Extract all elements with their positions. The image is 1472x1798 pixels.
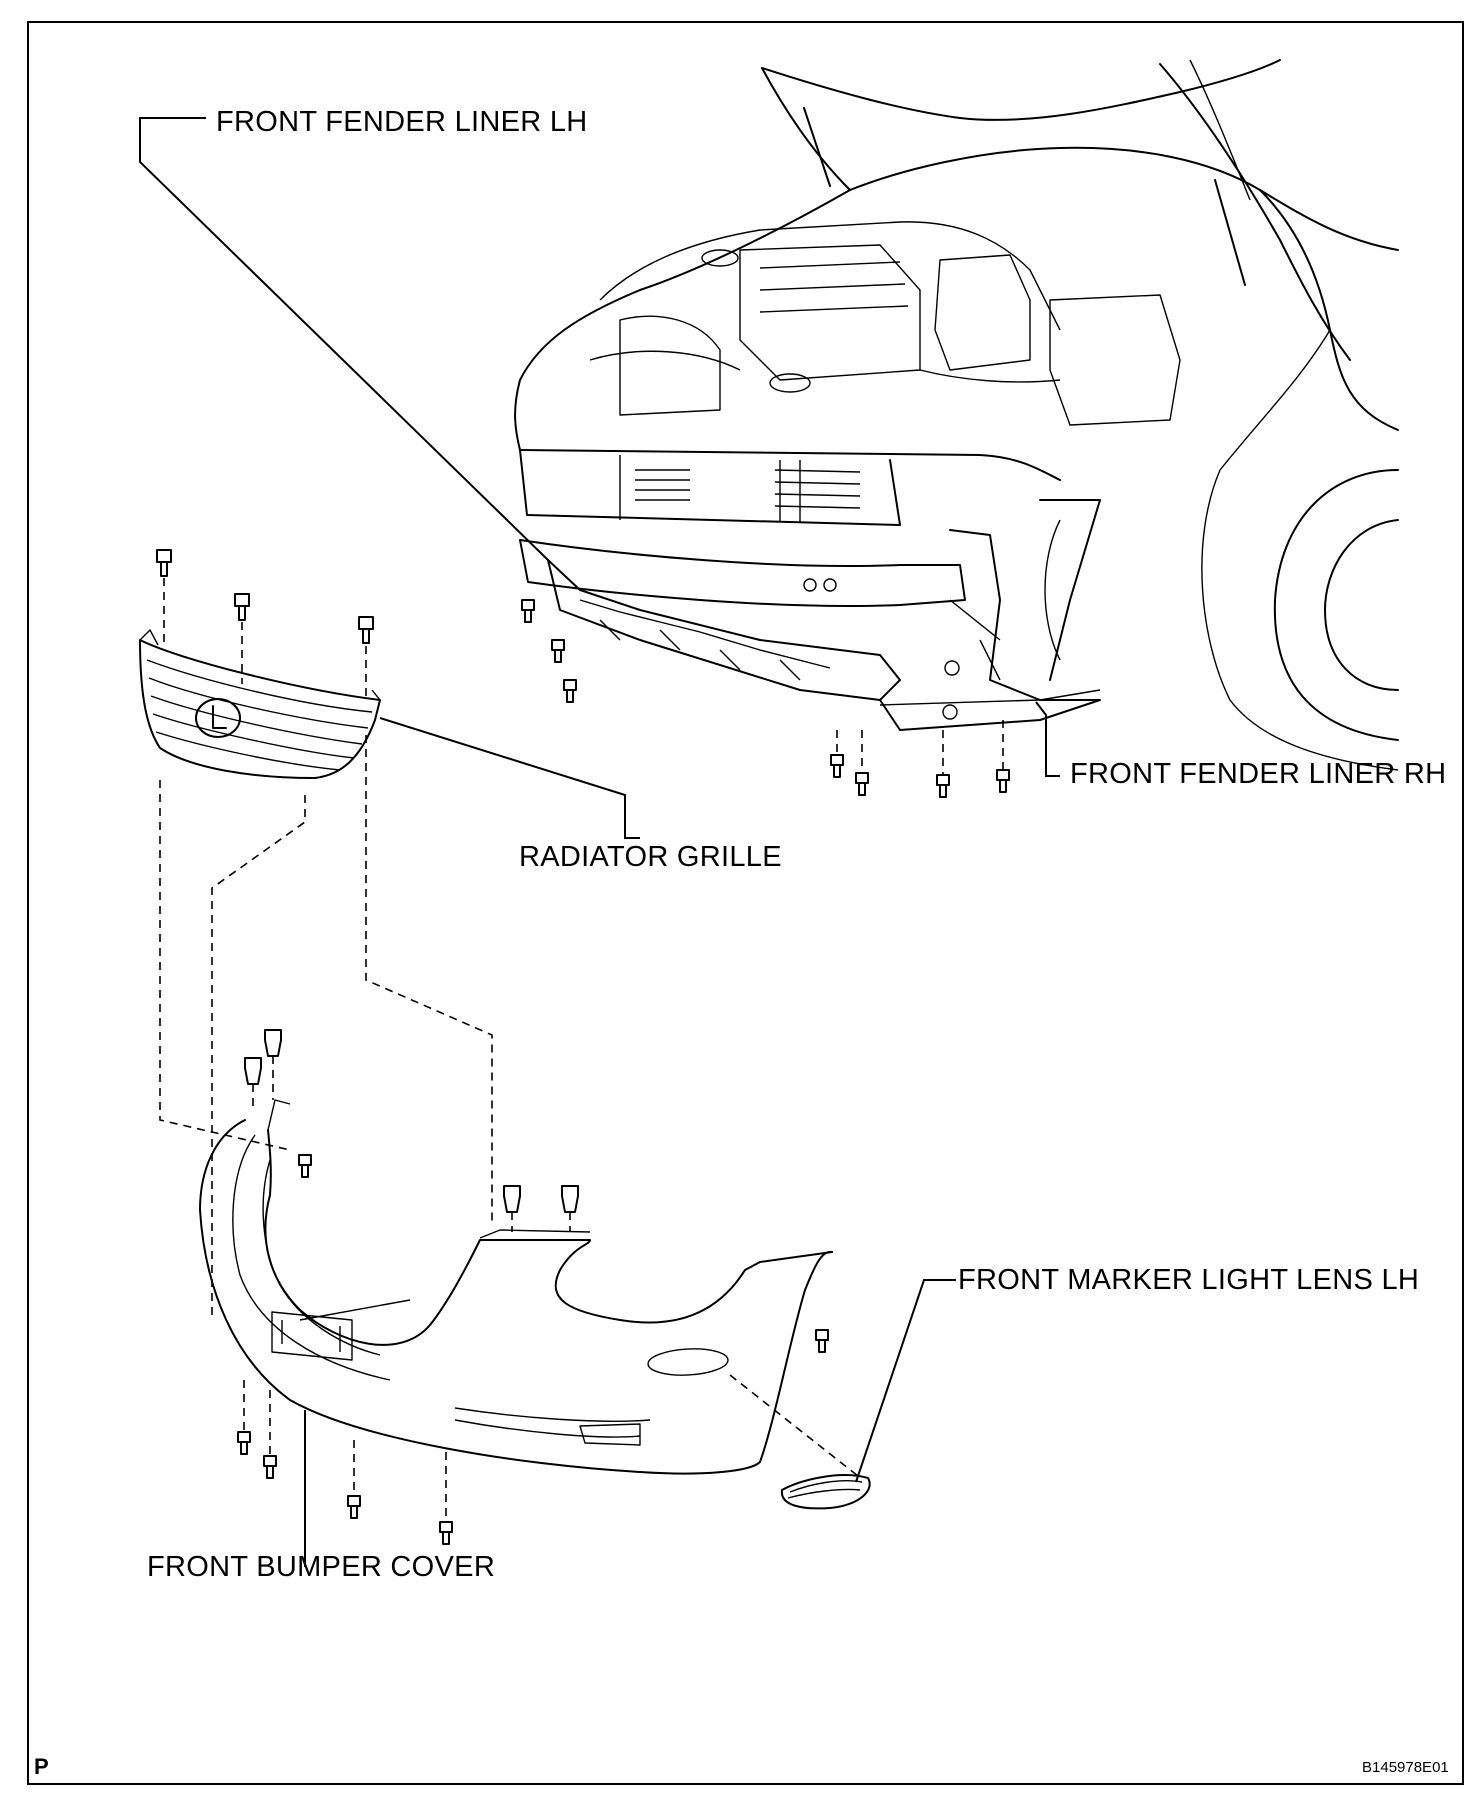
label-front-bumper-cover: FRONT BUMPER COVER bbox=[147, 1551, 496, 1583]
grille-fasteners bbox=[156, 549, 374, 700]
figure-id: B145978E01 bbox=[1362, 1759, 1449, 1776]
label-front-fender-liner-rh: FRONT FENDER LINER RH bbox=[1070, 758, 1447, 790]
bumper-clips bbox=[244, 1029, 579, 1232]
label-front-fender-liner-lh: FRONT FENDER LINER LH bbox=[216, 106, 588, 138]
label-front-marker-light-lens-lh: FRONT MARKER LIGHT LENS LH bbox=[958, 1264, 1420, 1296]
vehicle-front-body bbox=[514, 59, 1399, 771]
leader-lines bbox=[139, 117, 1060, 1567]
bumper-bolts bbox=[237, 1154, 829, 1545]
label-radiator-grille: RADIATOR GRILLE bbox=[519, 841, 782, 873]
front-bumper-cover bbox=[199, 1099, 833, 1475]
radiator-grille bbox=[139, 629, 381, 779]
diagram-frame bbox=[27, 21, 1464, 1785]
vehicle-bolts bbox=[521, 599, 1010, 798]
grille-alignment-lines bbox=[159, 735, 493, 1320]
front-marker-light-lens bbox=[729, 1374, 871, 1510]
view-code: P bbox=[34, 1754, 49, 1779]
